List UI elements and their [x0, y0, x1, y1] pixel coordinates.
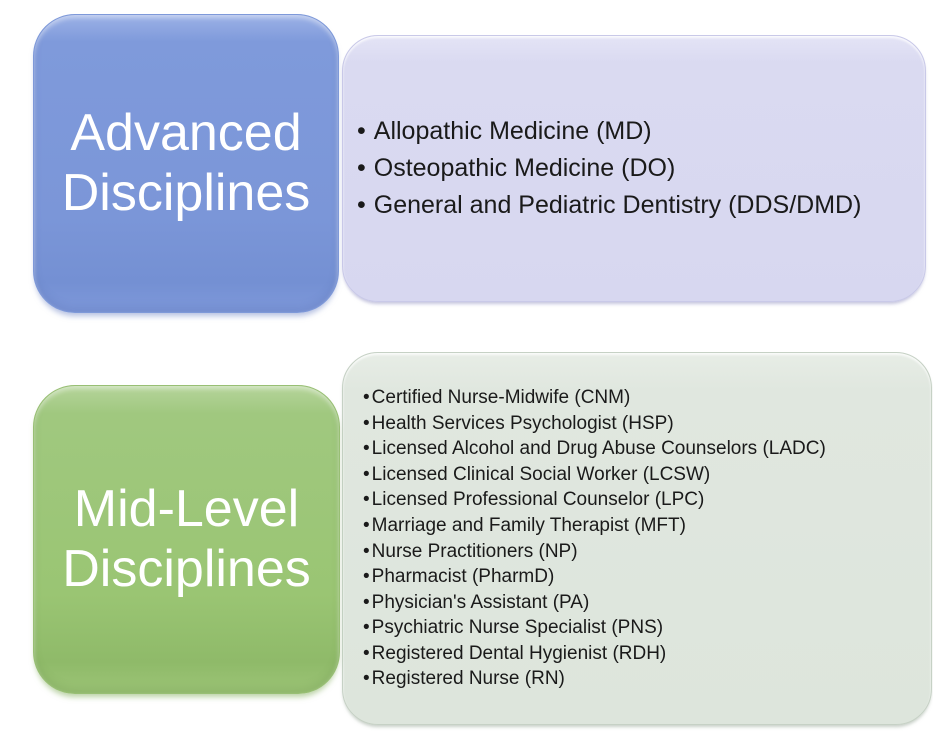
list-item: • Physician's Assistant (PA) [363, 590, 931, 616]
bullet-icon: • [363, 668, 370, 690]
list-item: • Registered Dental Hygienist (RDH) [363, 641, 931, 667]
list-item: • Osteopathic Medicine (DO) [357, 150, 925, 187]
bullet-icon: • [363, 514, 370, 536]
advanced-disciplines-list: • Allopathic Medicine (MD) • Osteopathic… [357, 113, 925, 224]
bullet-icon: • [363, 617, 370, 639]
list-item-label: Physician's Assistant (PA) [371, 591, 590, 613]
midlevel-disciplines-list-panel: • Certified Nurse-Midwife (CNM) • Health… [342, 352, 932, 725]
list-item: • Health Services Psychologist (HSP) [363, 411, 931, 437]
bullet-icon: • [363, 540, 370, 562]
list-item-label: Registered Nurse (RN) [371, 668, 565, 690]
list-item: • Psychiatric Nurse Specialist (PNS) [363, 615, 931, 641]
advanced-disciplines-list-panel: • Allopathic Medicine (MD) • Osteopathic… [342, 35, 926, 302]
list-item-label: Nurse Practitioners (NP) [371, 540, 578, 562]
bullet-icon: • [357, 117, 366, 145]
bullet-icon: • [363, 438, 370, 460]
list-item: • General and Pediatric Dentistry (DDS/D… [357, 187, 925, 224]
list-item-label: Marriage and Family Therapist (MFT) [371, 514, 686, 536]
list-item-label: Registered Dental Hygienist (RDH) [371, 642, 667, 664]
list-item: • Nurse Practitioners (NP) [363, 539, 931, 565]
list-item: • Certified Nurse-Midwife (CNM) [363, 385, 931, 411]
list-item-label: Pharmacist (PharmD) [371, 566, 555, 588]
list-item-label: Allopathic Medicine (MD) [373, 117, 652, 145]
list-item: • Licensed Professional Counselor (LPC) [363, 487, 931, 513]
advanced-disciplines-title-box: Advanced Disciplines [33, 14, 339, 313]
list-item-label: Certified Nurse-Midwife (CNM) [371, 386, 631, 408]
bullet-icon: • [357, 154, 366, 182]
bullet-icon: • [363, 386, 370, 408]
list-item-label: Licensed Alcohol and Drug Abuse Counselo… [371, 438, 826, 460]
midlevel-disciplines-title: Mid-Level Disciplines [62, 479, 311, 598]
bullet-icon: • [363, 642, 370, 664]
list-item: • Pharmacist (PharmD) [363, 564, 931, 590]
bullet-icon: • [363, 489, 370, 511]
midlevel-disciplines-list: • Certified Nurse-Midwife (CNM) • Health… [363, 385, 931, 692]
list-item-label: Licensed Clinical Social Worker (LCSW) [371, 463, 711, 485]
list-item-label: Osteopathic Medicine (DO) [373, 154, 676, 182]
list-item-label: General and Pediatric Dentistry (DDS/DMD… [373, 191, 862, 219]
bullet-icon: • [363, 566, 370, 588]
bullet-icon: • [357, 191, 366, 219]
list-item: • Allopathic Medicine (MD) [357, 113, 925, 150]
list-item: • Licensed Clinical Social Worker (LCSW) [363, 462, 931, 488]
list-item: • Registered Nurse (RN) [363, 666, 931, 692]
advanced-disciplines-title: Advanced Disciplines [61, 103, 311, 222]
bullet-icon: • [363, 412, 370, 434]
list-item: • Licensed Alcohol and Drug Abuse Counse… [363, 436, 931, 462]
list-item-label: Licensed Professional Counselor (LPC) [371, 489, 705, 511]
list-item-label: Psychiatric Nurse Specialist (PNS) [371, 617, 664, 639]
midlevel-disciplines-title-box: Mid-Level Disciplines [33, 385, 340, 694]
bullet-icon: • [363, 591, 370, 613]
list-item: • Marriage and Family Therapist (MFT) [363, 513, 931, 539]
bullet-icon: • [363, 463, 370, 485]
list-item-label: Health Services Psychologist (HSP) [371, 412, 674, 434]
